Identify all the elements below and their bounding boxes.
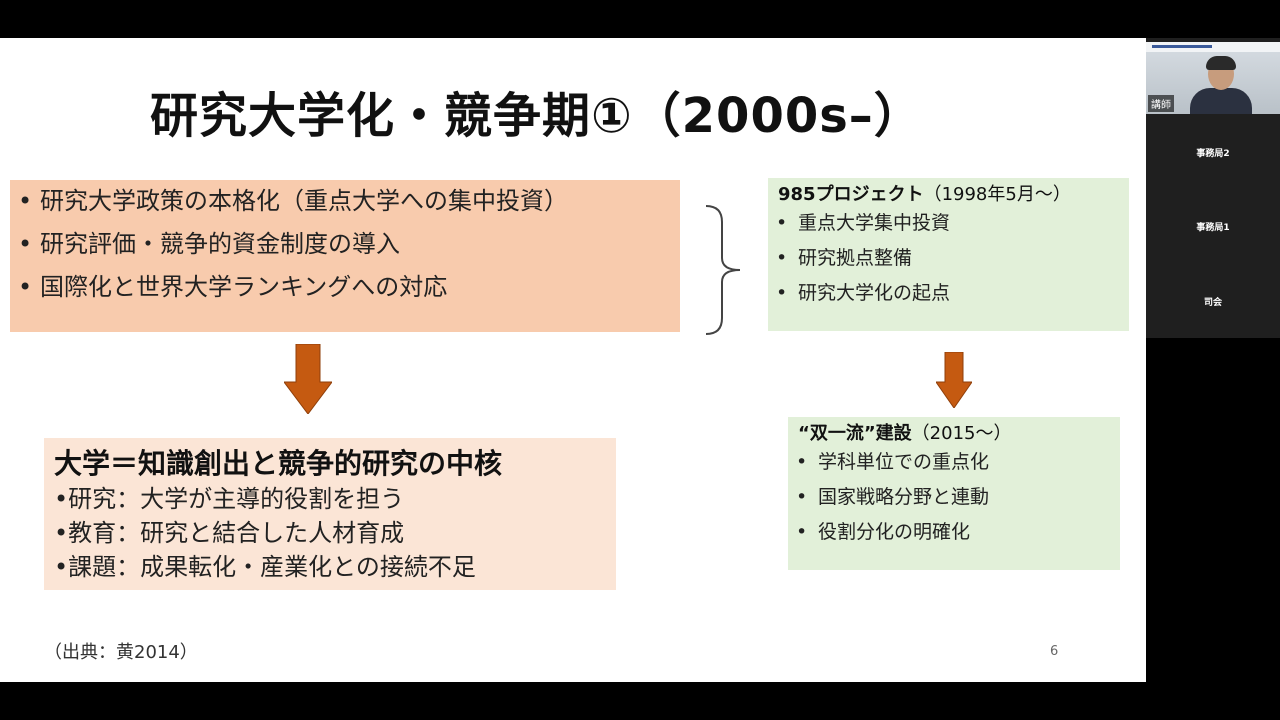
role-row: •研究：大学が主導的役割を担う [54,485,405,513]
participant-tile[interactable]: 事務局2 [1146,116,1280,186]
slide-title: 研究大学化・競争期①（2000s–） [150,88,923,144]
project-985-box: 985プロジェクト（1998年5月～） 重点大学集中投資 研究拠点整備 研究大学… [768,178,1129,331]
participant-name: 事務局1 [1196,223,1230,233]
role-heading: 大学＝知識創出と競争的研究の中核 [54,447,503,480]
policy-item: 国際化と世界大学ランキングへの対応 [10,266,680,309]
participant-name: 講師 [1148,95,1174,112]
policy-item: 研究大学政策の本格化（重点大学への集中投資） [10,180,680,223]
double-first-class-item: 役割分化の明確化 [788,515,1120,550]
participant-body [1190,88,1252,114]
participant-tile-video[interactable]: 講師 [1146,42,1280,114]
participant-tile[interactable]: 司会 [1146,265,1280,335]
university-role-box: 大学＝知識創出と競争的研究の中核 •研究：大学が主導的役割を担う •教育：研究と… [44,438,616,590]
right-brace-icon [705,205,741,335]
double-first-class-item: 国家戦略分野と連動 [788,480,1120,515]
double-first-class-date: （2015～） [911,423,1012,444]
role-row: •教育：研究と結合した人材育成 [54,519,405,547]
double-first-class-box: “双一流”建設（2015～） 学科単位での重点化 国家戦略分野と連動 役割分化の… [788,417,1120,570]
participant-name: 事務局2 [1196,149,1230,159]
project-985-item: 研究拠点整備 [768,241,1129,276]
double-first-class-heading: “双一流”建設（2015～） [788,419,1120,445]
policy-item: 研究評価・競争的資金制度の導入 [10,223,680,266]
project-985-date: （1998年5月～） [923,184,1071,205]
project-985-item: 研究大学化の起点 [768,276,1129,311]
policy-box: 研究大学政策の本格化（重点大学への集中投資） 研究評価・競争的資金制度の導入 国… [10,180,680,332]
project-985-name: 985プロジェクト [778,184,924,205]
project-985-heading: 985プロジェクト（1998年5月～） [768,180,1129,206]
shared-screen-bar [1146,42,1280,52]
participant-panel: 講師 事務局2 事務局1 司会 [1146,38,1280,338]
project-985-item: 重点大学集中投資 [768,206,1129,241]
double-first-class-item: 学科単位での重点化 [788,445,1120,480]
double-first-class-name: “双一流”建設 [798,423,912,444]
participant-name: 司会 [1203,298,1222,308]
page-number: 6 [1050,644,1059,659]
presentation-slide: 研究大学化・競争期①（2000s–） 研究大学政策の本格化（重点大学への集中投資… [0,38,1146,682]
down-arrow-icon [936,352,972,408]
participant-hair [1206,56,1236,70]
source-citation: （出典：黄2014） [44,642,198,663]
participant-tile[interactable]: 事務局1 [1146,190,1280,260]
role-row: •課題：成果転化・産業化との接続不足 [54,553,476,581]
down-arrow-icon [284,344,332,414]
